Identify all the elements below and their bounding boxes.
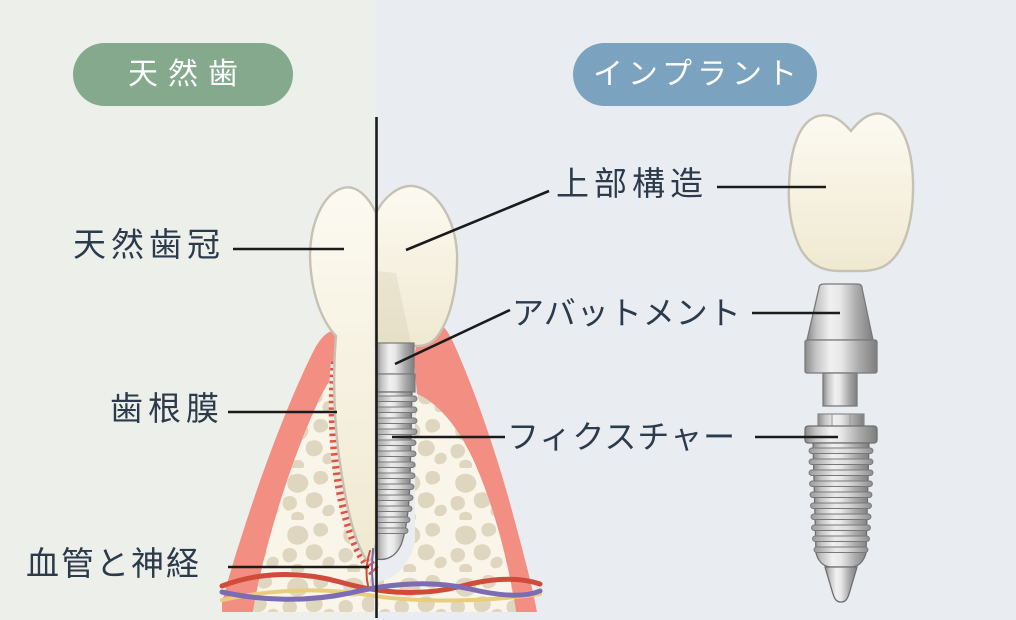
blood-vessels-nerves xyxy=(219,548,543,603)
leader-abutment-left xyxy=(394,308,511,366)
label-natural-crown: 天然歯冠 xyxy=(73,228,225,264)
implant-fixture xyxy=(804,413,878,603)
abutment-silhouette xyxy=(376,271,411,343)
label-periodontal-ligament: 歯根膜 xyxy=(110,392,224,428)
leader-lines xyxy=(228,185,840,569)
fixture-tip xyxy=(824,566,858,603)
implant-badge: インプラント xyxy=(573,43,817,106)
label-fixture: フィクスチャー xyxy=(507,419,737,455)
natural-tooth-badge: 天然歯 xyxy=(73,43,293,106)
implant-abutment xyxy=(804,283,878,407)
bone-right-texture xyxy=(378,394,516,612)
fixture-screw-in-situ xyxy=(375,391,418,561)
implant-exploded-view xyxy=(787,112,915,603)
gum-left xyxy=(222,330,340,612)
implant-superstructure-crown xyxy=(787,112,915,273)
label-superstructure: 上部構造 xyxy=(556,167,708,203)
gum-right xyxy=(414,320,537,612)
cross-section-diagram xyxy=(219,184,543,612)
natural-tooth-half xyxy=(308,186,378,562)
bone-left-texture xyxy=(253,372,374,612)
leader-superstructure-left xyxy=(405,189,550,252)
abutment-in-situ xyxy=(375,342,416,393)
implant-crown-half xyxy=(374,184,459,348)
label-vessels-nerves: 血管と神経 xyxy=(26,547,201,583)
label-abutment: アバットメント xyxy=(512,295,742,331)
